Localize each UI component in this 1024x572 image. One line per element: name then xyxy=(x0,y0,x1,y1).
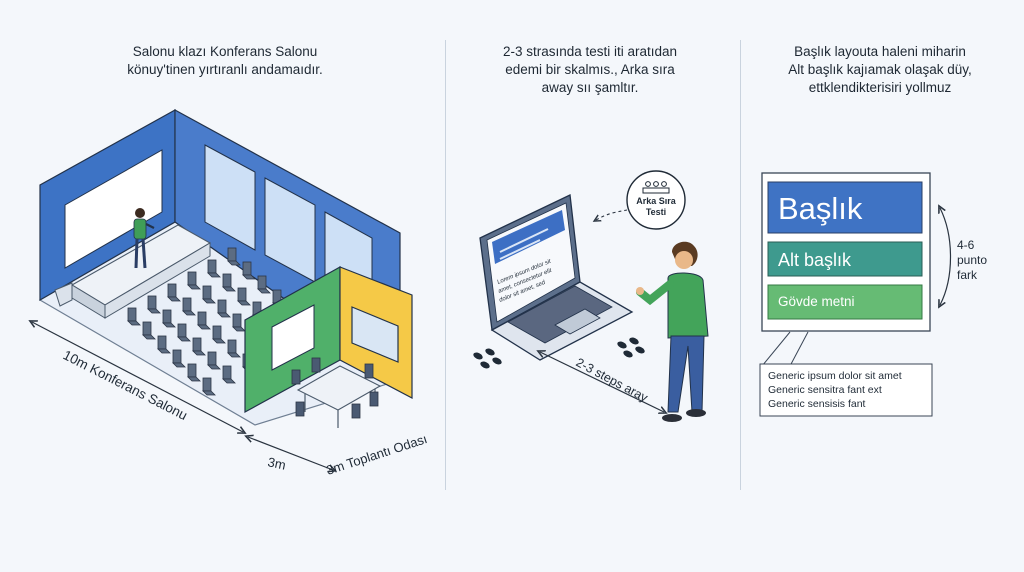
chair-seat xyxy=(242,274,256,280)
chair-seat xyxy=(237,300,251,306)
size-label: punto xyxy=(957,253,987,267)
chair xyxy=(182,297,192,312)
chair-seat xyxy=(217,312,231,318)
size-label: 4-6 xyxy=(957,238,975,252)
panel-divider xyxy=(445,40,446,490)
panel1-caption-line: könuy'tinen yırtıranlı andamaıdır. xyxy=(127,62,323,77)
chair xyxy=(177,323,187,338)
body-box xyxy=(767,284,923,320)
meeting-table xyxy=(296,365,382,411)
chair xyxy=(172,349,182,364)
chair xyxy=(127,307,137,322)
badge-label: Arka Sıra xyxy=(636,196,677,206)
chair-seat xyxy=(222,286,236,292)
chair xyxy=(167,283,177,298)
chair xyxy=(202,285,212,300)
stage-steps xyxy=(54,282,73,307)
audience-icon xyxy=(642,181,670,194)
chair xyxy=(212,325,222,340)
chair xyxy=(232,313,242,328)
room-dimension-label: 3m xyxy=(266,454,287,472)
chair xyxy=(187,363,197,378)
chair-seat xyxy=(257,288,271,294)
size-difference-arrow xyxy=(940,208,952,305)
presenter-figure xyxy=(133,208,155,269)
distance-line xyxy=(540,352,664,412)
badge-pointer xyxy=(596,209,628,220)
note-box xyxy=(759,363,933,417)
panel3-caption: Başlık layouta haleni miharin Alt başlık… xyxy=(750,43,1010,97)
chair xyxy=(187,271,197,286)
panel2-caption: 2-3 strasında testi iti aratıdan edemi b… xyxy=(455,43,725,97)
chair xyxy=(222,273,232,288)
stage-side xyxy=(104,242,211,319)
note-line: Generic sensisis fant xyxy=(768,398,866,410)
hall-window xyxy=(204,144,256,251)
heading-text: Başlık xyxy=(778,191,863,226)
readability-test-illustration: Lorem ipsum dolor sit amet, consectetur … xyxy=(473,170,709,422)
subheading-box xyxy=(767,241,923,277)
chair-seat xyxy=(182,310,196,316)
chair xyxy=(227,247,237,262)
chair xyxy=(207,351,217,366)
chair xyxy=(257,275,267,290)
chair-seat xyxy=(227,260,241,266)
chair-seat xyxy=(202,298,216,304)
chair-seat xyxy=(207,272,221,278)
chair xyxy=(237,287,247,302)
laptop-keyboard xyxy=(507,285,613,344)
note-line: Generic sensitra fant ext xyxy=(768,384,882,396)
chair-seat xyxy=(147,308,161,314)
chair xyxy=(217,299,227,314)
badge-label: Testi xyxy=(646,207,666,217)
chair xyxy=(157,335,167,350)
chair xyxy=(197,311,207,326)
chair xyxy=(192,337,202,352)
panel-divider xyxy=(740,40,741,490)
chair xyxy=(202,377,212,392)
screen-header-bar xyxy=(492,210,565,264)
panel2-caption-line: 2-3 strasında testi iti aratıdan xyxy=(502,44,678,59)
back-row-badge xyxy=(626,170,686,230)
chair xyxy=(142,321,152,336)
conference-hall-illustration: 10m Konferans Salonu 3m 3m Toplantı Odas… xyxy=(32,108,429,478)
meeting-chairs xyxy=(291,357,379,419)
panel2-caption-line: away sıı şamltır. xyxy=(541,80,639,95)
chair xyxy=(222,365,232,380)
steps-label: 2-3 steps aray xyxy=(574,355,651,405)
subheading-text: Alt başlık xyxy=(778,250,852,270)
panel3-caption-line: Başlık layouta haleni miharin xyxy=(794,44,966,59)
note-line: Generic ipsum dolor sit amet xyxy=(768,370,902,382)
chair xyxy=(227,339,237,354)
body-text: Gövde metni xyxy=(778,294,855,309)
typography-hierarchy-illustration: Başlık Alt başlık Gövde metni 4-6 punto … xyxy=(759,172,987,417)
meeting-room-screen xyxy=(351,306,399,363)
callout-line xyxy=(761,331,791,367)
panel3-caption-line: ettklendikterisiri yollmuz xyxy=(808,80,952,95)
panel1-caption: Salonu klazı Konferans Salonu könuy'tine… xyxy=(60,43,390,79)
viewer-person xyxy=(636,241,709,422)
meeting-room-window xyxy=(271,304,315,371)
room-dimension-line xyxy=(248,437,333,470)
chair xyxy=(207,259,217,274)
callout-line xyxy=(789,331,809,367)
room-name-label: 3m Toplantı Odası xyxy=(324,431,429,478)
hall-dimension-line xyxy=(32,322,243,432)
chair-seat xyxy=(167,296,181,302)
chair-seat xyxy=(187,284,201,290)
chair xyxy=(162,309,172,324)
panel3-caption-line: Alt başlık kajıamak olaşak düy, xyxy=(788,62,972,77)
chair xyxy=(242,261,252,276)
size-label: fark xyxy=(957,268,978,282)
heading-box xyxy=(767,181,923,234)
panel1-caption-line: Salonu klazı Konferans Salonu xyxy=(132,44,318,59)
chair xyxy=(147,295,157,310)
projection-screen xyxy=(64,149,163,269)
footprints-icon xyxy=(473,337,645,369)
panel2-caption-line: edemi bir skalmıs., Arka sıra xyxy=(505,62,675,77)
laptop-touchpad xyxy=(554,308,601,335)
